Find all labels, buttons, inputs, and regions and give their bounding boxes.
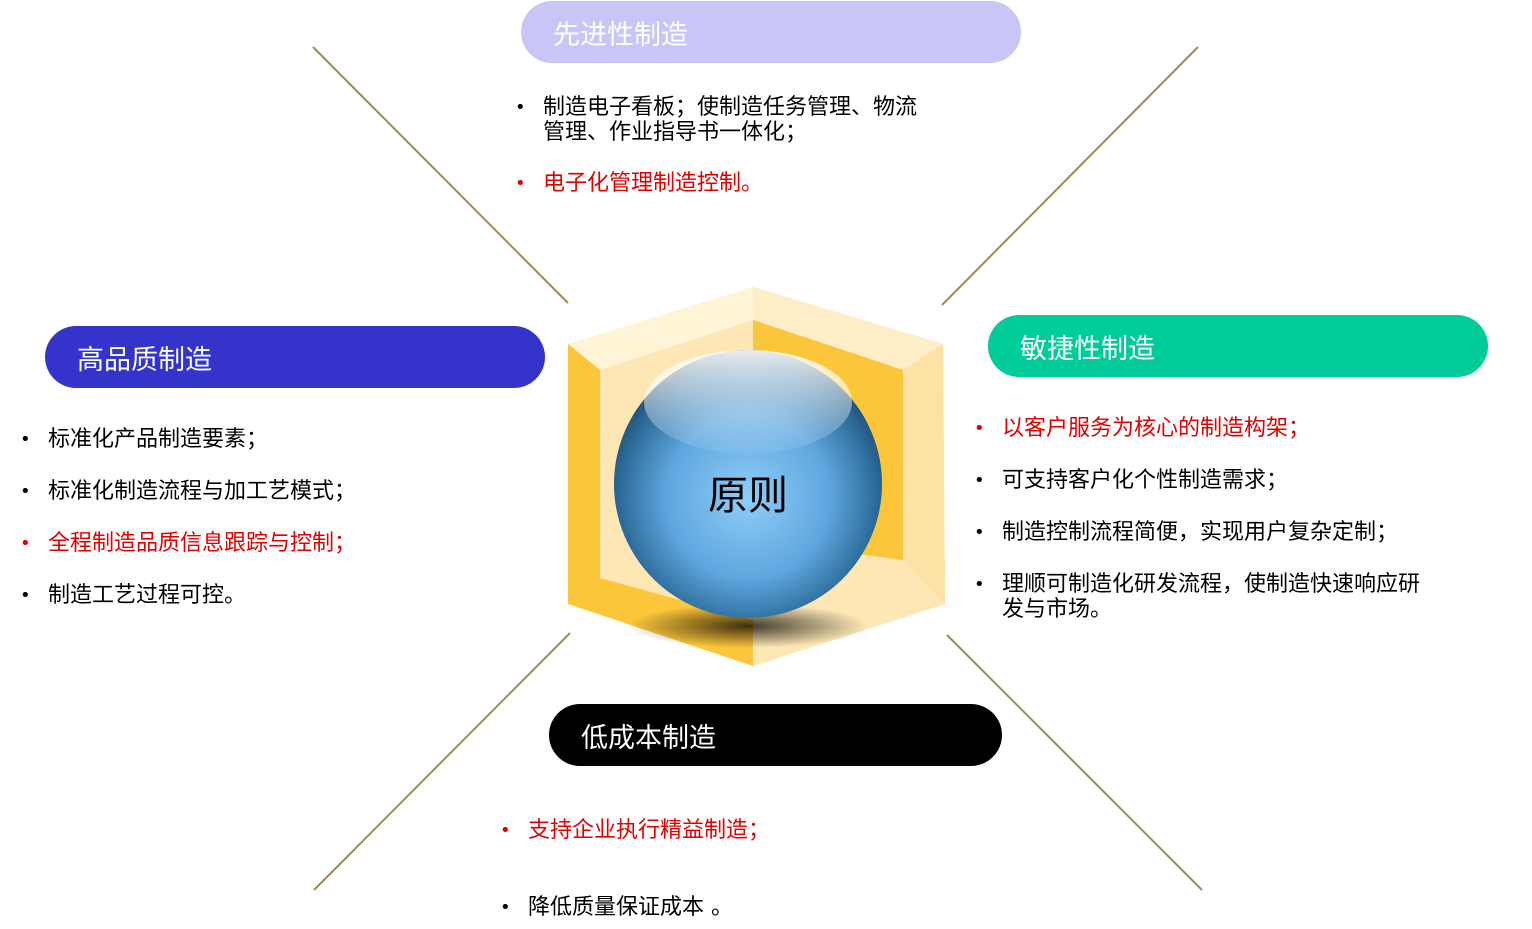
list-item: 电子化管理制造控制。 [511,171,917,196]
pill-left-title: 高品质制造 [77,344,212,376]
pill-top-title: 先进性制造 [553,19,688,51]
list-item-line: 以客户服务为核心的制造构架； [1002,416,1311,441]
list-item: 标准化制造流程与加工艺模式； [16,479,356,504]
list-item: 标准化产品制造要素； [16,427,356,452]
center-label: 原则 [708,473,788,519]
pill-bottom: 低成本制造 [549,704,1002,766]
list-item-line: 理顺可制造化研发流程，使制造快速响应研 [1002,572,1421,597]
pill-top: 先进性制造 [521,1,1021,63]
list-item: 支持企业执行精益制造； [496,818,770,843]
pill-left: 高品质制造 [45,326,545,388]
list-item-line: 全程制造品质信息跟踪与控制； [48,531,357,556]
pill-bottom-title: 低成本制造 [581,722,716,754]
list-item-line: 标准化制造流程与加工艺模式； [48,479,357,504]
list-item: 以客户服务为核心的制造构架； [970,416,1420,441]
list-item-line: 制造工艺过程可控。 [48,583,247,608]
pill-right: 敏捷性制造 [988,315,1488,377]
list-item-line: 电子化管理制造控制。 [543,171,764,196]
pill-right-title: 敏捷性制造 [1020,333,1155,365]
list-item-line: 制造电子看板；使制造任务管理、物流 [543,95,918,120]
list-bottom: 支持企业执行精益制造； 降低质量保证成本 。 [496,818,770,920]
list-item: 降低质量保证成本 。 [496,895,770,920]
list-top: 制造电子看板；使制造任务管理、物流 管理、作业指导书一体化； 电子化管理制造控制… [511,95,917,196]
list-item: 全程制造品质信息跟踪与控制； [16,531,356,556]
list-item: 可支持客户化个性制造需求； [970,468,1420,493]
list-item: 制造工艺过程可控。 [16,583,356,608]
list-item: 理顺可制造化研发流程，使制造快速响应研 发与市场。 [970,572,1420,622]
list-left: 标准化产品制造要素； 标准化制造流程与加工艺模式； 全程制造品质信息跟踪与控制；… [16,427,356,608]
list-item-line: 可支持客户化个性制造需求； [1002,468,1289,493]
connector-line-bottom-right [946,634,1203,891]
list-item: 制造控制流程简便，实现用户复杂定制； [970,520,1420,545]
list-item-line: 管理、作业指导书一体化； [543,120,808,145]
connector-line-bottom-left [313,632,571,891]
list-item-line: 制造控制流程简便，实现用户复杂定制； [1002,520,1399,545]
sphere [614,350,882,648]
list-item: 制造电子看板；使制造任务管理、物流 管理、作业指导书一体化； [511,95,917,145]
list-item-line: 支持企业执行精益制造； [528,818,771,843]
list-item-line: 降低质量保证成本 。 [528,895,733,920]
connector-line-top-right [941,46,1199,306]
list-right: 以客户服务为核心的制造构架； 可支持客户化个性制造需求； 制造控制流程简便，实现… [970,416,1420,622]
connector-line-top-left [312,46,569,304]
list-item-line: 标准化产品制造要素； [48,427,269,452]
list-item-line: 发与市场。 [1002,597,1113,622]
